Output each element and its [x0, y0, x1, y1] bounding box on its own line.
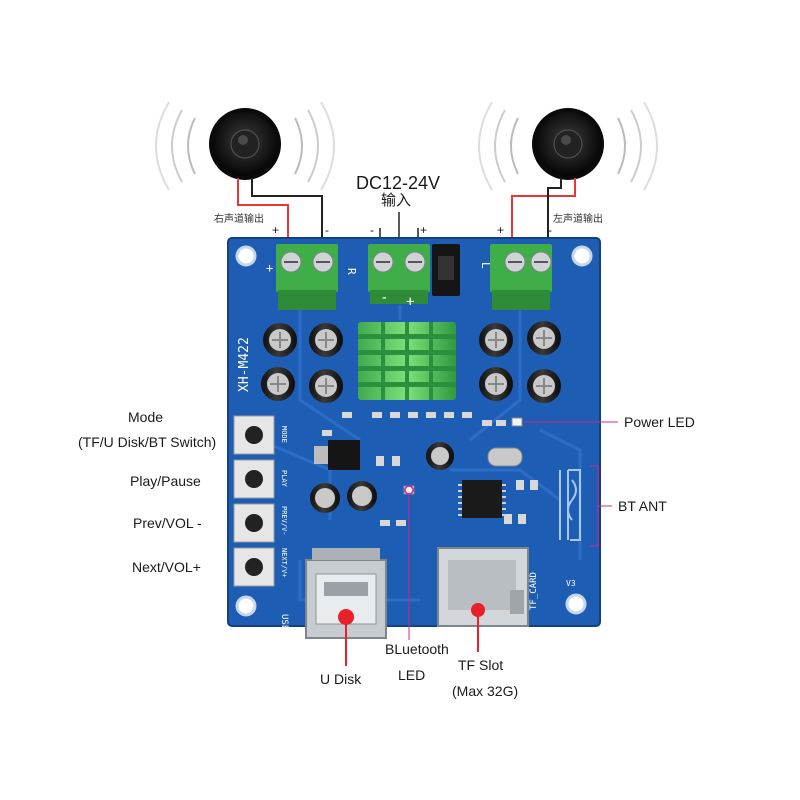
- board-label-r: R: [345, 268, 358, 275]
- next-button[interactable]: [233, 547, 275, 587]
- usb-marker: [338, 609, 354, 625]
- power-led: [511, 417, 523, 427]
- callout-mode-detail: (TF/U Disk/BT Switch): [78, 434, 217, 450]
- bluetooth-antenna-icon: [559, 469, 581, 541]
- callout-next-vol: Next/VOL+: [132, 559, 201, 575]
- terminal-left-channel: [490, 244, 552, 310]
- board-btn-play: PLAY: [280, 470, 288, 488]
- board-plus-r: +: [266, 261, 273, 275]
- pcb-board: [227, 237, 601, 639]
- decoder-ic: [458, 480, 506, 518]
- board-model: XH-M422: [237, 337, 252, 392]
- plus-dc: +: [420, 223, 428, 237]
- callout-tf-slot-2: (Max 32G): [452, 683, 519, 699]
- callout-tf-slot: TF Slot: [458, 657, 504, 673]
- tf-marker: [471, 603, 485, 617]
- board-btn-mode: MODE: [280, 426, 288, 443]
- board-minus-dc: -: [380, 290, 388, 306]
- right-channel-label: 右声道输出: [214, 214, 264, 225]
- speaker-right-icon: [155, 101, 335, 191]
- board-label-l: L: [479, 262, 492, 269]
- board-btn-prev: PREV/V-: [280, 506, 288, 536]
- callout-play-pause: Play/Pause: [130, 473, 201, 489]
- callout-lines: [408, 421, 618, 640]
- plus-left: +: [497, 223, 505, 237]
- plus-right: +: [272, 223, 280, 237]
- speaker-left-icon: [478, 101, 658, 191]
- minus-right: -: [325, 223, 329, 237]
- minus-dc: -: [370, 223, 374, 237]
- board-plus-dc: +: [406, 294, 414, 310]
- play-button[interactable]: [233, 459, 275, 499]
- board-usb-silk: USB: [279, 614, 289, 630]
- callout-bt-led-2: LED: [398, 667, 426, 683]
- callout-bt-led: BLuetooth: [385, 641, 449, 657]
- minus-left: -: [548, 223, 552, 237]
- callout-bt-ant: BT ANT: [618, 498, 667, 514]
- prev-button[interactable]: [233, 503, 275, 543]
- button-group: [233, 415, 275, 587]
- callout-mode: Mode: [128, 409, 164, 425]
- terminal-right-channel: [276, 244, 338, 310]
- board-tf-silk: TF_CARD: [529, 572, 539, 610]
- mode-button[interactable]: [233, 415, 275, 455]
- capacitors: [261, 321, 561, 513]
- callout-u-disk: U Disk: [320, 671, 362, 687]
- board-version: V3: [566, 579, 576, 588]
- heatsink: [358, 322, 456, 400]
- terminal-dc-input: [368, 244, 430, 304]
- callout-power-led: Power LED: [624, 414, 695, 430]
- power-input-label: 输入: [381, 192, 412, 209]
- board-btn-next: NEXT/V+: [280, 548, 288, 578]
- power-input-voltage: DC12-24V: [356, 173, 441, 193]
- callout-prev-vol: Prev/VOL -: [133, 515, 202, 531]
- left-channel-label: 左声道输出: [553, 214, 603, 225]
